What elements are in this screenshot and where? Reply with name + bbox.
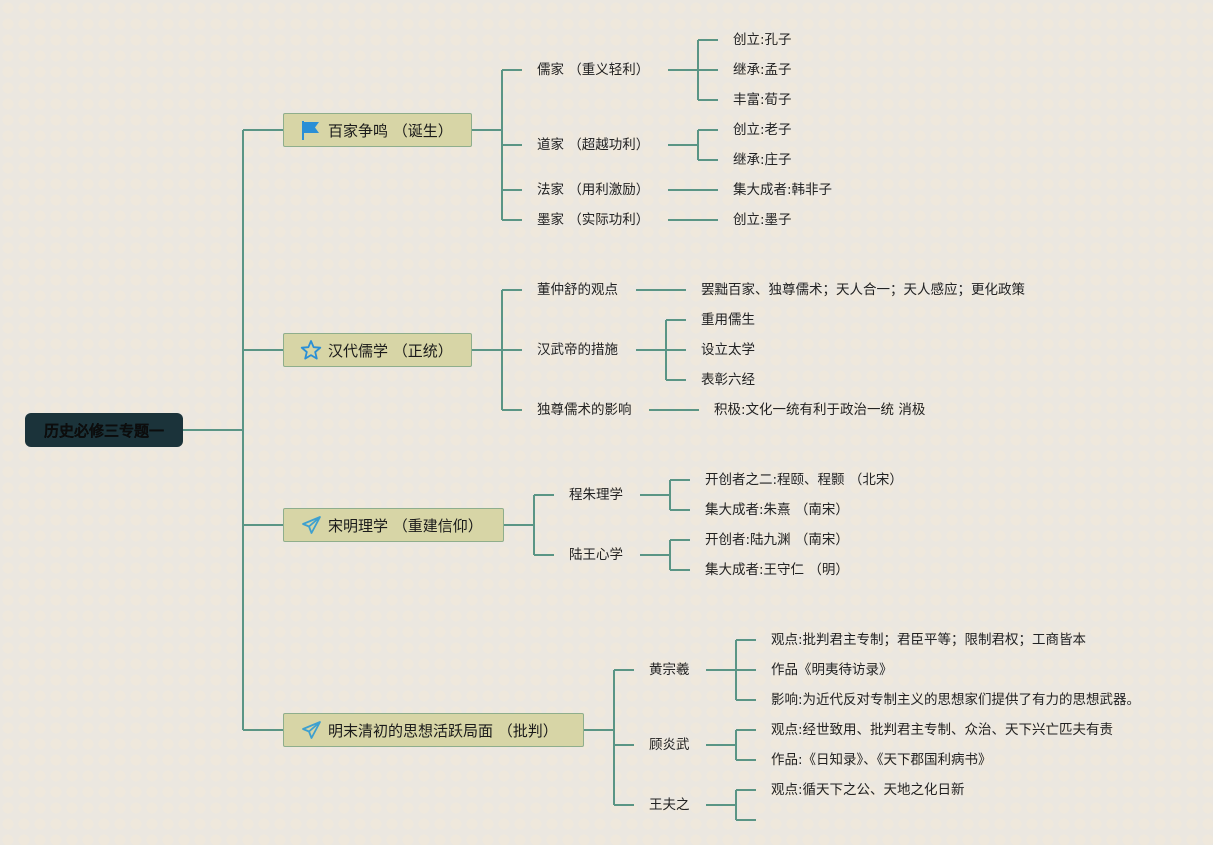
connector	[668, 39, 718, 101]
leaf-node[interactable]: 继承:孟子	[733, 62, 792, 78]
leaf-node[interactable]: 创立:老子	[733, 122, 792, 138]
subtopic-node[interactable]: 墨家 （实际功利）	[537, 212, 650, 228]
topic-node[interactable]: 百家争鸣 （诞生）	[283, 113, 472, 147]
leaf-node[interactable]: 影响:为近代反对专制主义的思想家们提供了有力的思想武器。	[771, 692, 1141, 708]
leaf-node[interactable]: 观点:循天下之公、天地之化日新	[771, 782, 965, 798]
topic-label: 明末清初的思想活跃局面 （批判）	[328, 721, 558, 740]
leaf-node[interactable]: 作品:《日知录》、《天下郡国利病书》	[771, 752, 992, 768]
root-node[interactable]: 历史必修三专题一	[25, 413, 183, 447]
star-icon	[300, 339, 322, 361]
subtopic-node[interactable]: 汉武帝的措施	[537, 342, 618, 358]
subtopic-node[interactable]: 董仲舒的观点	[537, 282, 618, 298]
connector	[502, 289, 522, 411]
connector	[502, 69, 522, 221]
connector	[613, 669, 634, 806]
leaf-node[interactable]: 设立太学	[701, 342, 755, 358]
subtopic-node[interactable]: 法家 （用利激励）	[537, 182, 650, 198]
subtopic-node[interactable]: 黄宗羲	[649, 662, 690, 678]
subtopic-node[interactable]: 独尊儒术的影响	[537, 402, 632, 418]
leaf-node[interactable]: 丰富:荀子	[733, 92, 792, 108]
connector	[668, 129, 718, 161]
topic-label: 汉代儒学 （正统）	[328, 341, 453, 360]
leaf-node[interactable]: 开创者:陆九渊 （南宋）	[705, 532, 849, 548]
subtopic-node[interactable]: 程朱理学	[569, 487, 623, 503]
subtopic-node[interactable]: 顾炎武	[649, 737, 690, 753]
subtopic-node[interactable]: 王夫之	[649, 797, 690, 813]
leaf-node[interactable]: 罢黜百家、独尊儒术；天人合一；天人感应；更化政策	[701, 282, 1025, 298]
topic-node[interactable]: 宋明理学 （重建信仰）	[283, 508, 504, 542]
connector	[640, 539, 690, 571]
subtopic-node[interactable]: 陆王心学	[569, 547, 623, 563]
connector	[636, 319, 686, 381]
root-label: 历史必修三专题一	[43, 421, 164, 440]
subtopic-node[interactable]: 道家 （超越功利）	[537, 137, 650, 153]
leaf-node[interactable]: 观点:经世致用、批判君主专制、众治、天下兴亡匹夫有责	[771, 722, 1114, 738]
leaf-node[interactable]: 创立:墨子	[733, 212, 792, 228]
topic-label: 百家争鸣 （诞生）	[328, 121, 453, 140]
leaf-node[interactable]: 表彰六经	[701, 372, 755, 388]
leaf-node[interactable]: 作品《明夷待访录》	[771, 662, 893, 678]
connector	[706, 729, 756, 761]
connector	[640, 479, 690, 511]
topic-node[interactable]: 明末清初的思想活跃局面 （批判）	[283, 713, 584, 747]
leaf-node[interactable]: 集大成者:韩非子	[733, 182, 833, 198]
topic-node[interactable]: 汉代儒学 （正统）	[283, 333, 472, 367]
leaf-node[interactable]: 积极:文化一统有利于政治一统 消极	[714, 402, 926, 418]
leaf-node[interactable]: 集大成者:朱熹 （南宋）	[705, 502, 849, 518]
subtopic-node[interactable]: 儒家 （重义轻利）	[537, 62, 650, 78]
paper-plane-icon	[300, 719, 322, 741]
leaf-node[interactable]: 重用儒生	[701, 312, 755, 328]
topic-label: 宋明理学 （重建信仰）	[328, 516, 483, 535]
leaf-node[interactable]: 继承:庄子	[733, 152, 792, 168]
leaf-node[interactable]: 观点:批判君主专制；君臣平等；限制君权；工商皆本	[771, 632, 1087, 648]
leaf-node[interactable]: 创立:孔子	[733, 32, 792, 48]
leaf-node[interactable]: 开创者之二:程颐、程颢 （北宋）	[705, 472, 903, 488]
flag-icon	[300, 119, 322, 141]
connector	[706, 639, 756, 701]
leaf-node[interactable]: 集大成者:王守仁 （明）	[705, 562, 849, 578]
paper-plane-icon	[300, 514, 322, 536]
connector	[533, 494, 554, 556]
connector	[706, 789, 756, 821]
